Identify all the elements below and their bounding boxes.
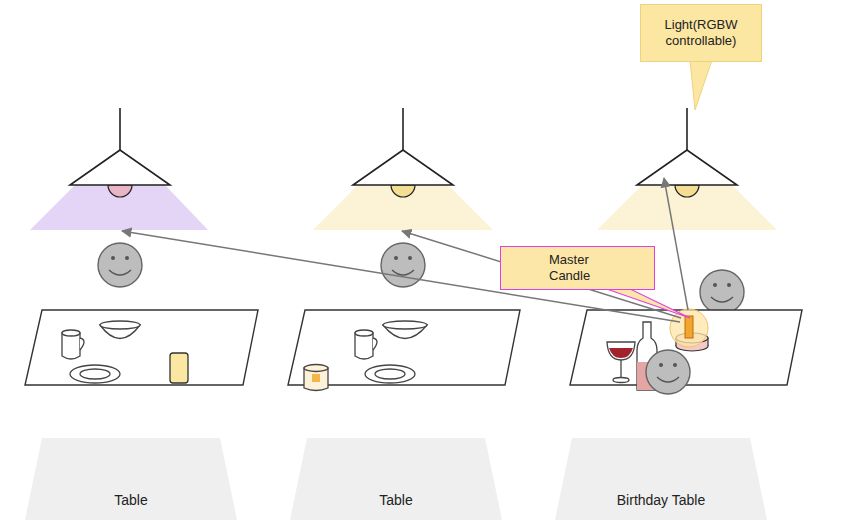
light-callout: Light(RGBW controllable) [640, 4, 762, 62]
light-cone [30, 185, 208, 230]
lamp [637, 108, 737, 197]
band-fill [290, 438, 502, 520]
master-candle [670, 309, 708, 351]
wine-glass [607, 342, 635, 383]
callout-tail [598, 286, 690, 318]
table-label: Birthday Table [617, 490, 705, 510]
callout-text: Master Candle [549, 252, 611, 284]
tableware [62, 321, 188, 383]
table-label: Table [114, 490, 147, 510]
tableware [304, 321, 427, 391]
table-band: Table [25, 438, 237, 520]
light-cone [597, 185, 777, 230]
callout-text: Light(RGBW controllable) [651, 17, 751, 49]
table-band: Birthday Table [555, 438, 767, 520]
light-cone [313, 185, 493, 230]
table-label: Table [379, 490, 412, 510]
master-callout: Master Candle [500, 246, 655, 290]
band-fill [555, 438, 767, 520]
control-arrow [122, 178, 688, 322]
callout-tail [690, 60, 712, 110]
person-face [646, 350, 690, 394]
lamp [70, 108, 170, 197]
table-band: Table [290, 438, 502, 520]
band-fill [25, 438, 237, 520]
lamp [353, 108, 453, 197]
